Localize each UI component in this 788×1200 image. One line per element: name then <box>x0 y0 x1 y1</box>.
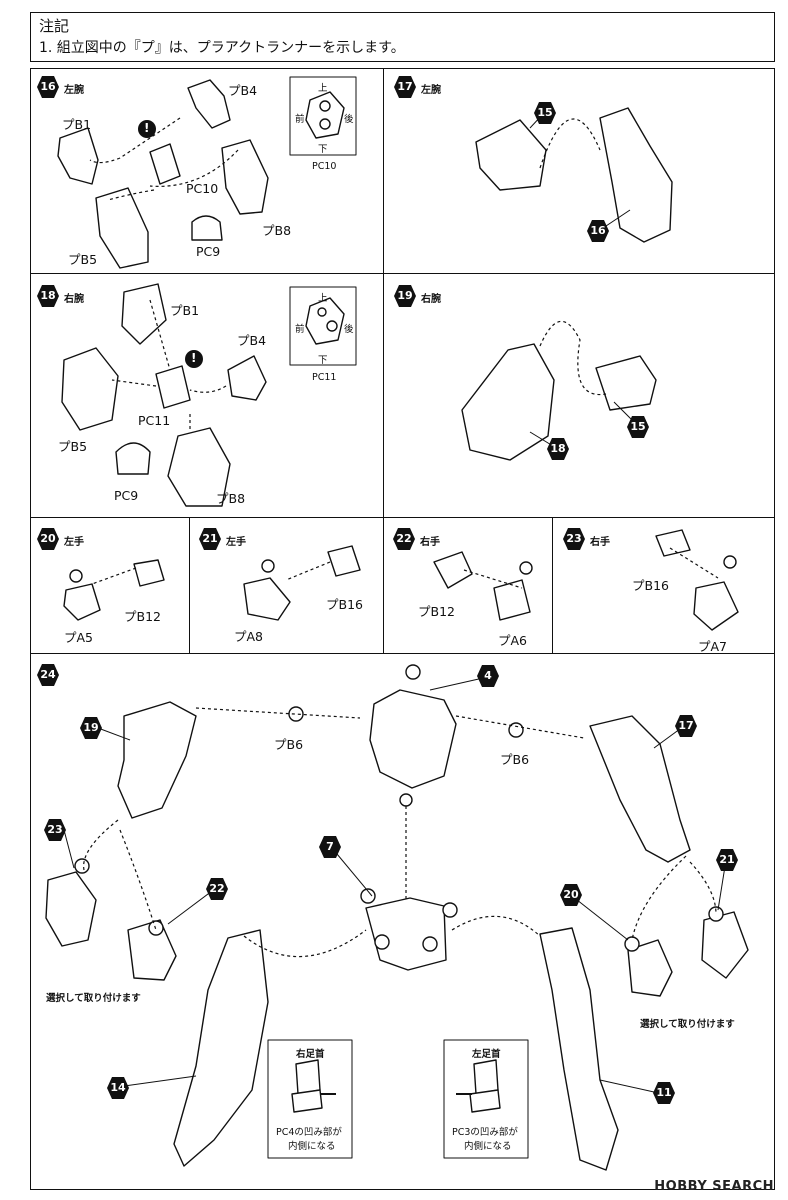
part-label: プA7 <box>698 639 728 654</box>
part-label: プB5 <box>58 439 88 454</box>
watermark: HOBBY SEARCH <box>654 1179 774 1194</box>
pc11-bottom: 下 <box>318 355 328 366</box>
ref-18-badge: 18 <box>546 437 570 461</box>
part-label: PC9 <box>196 244 221 259</box>
step-24-badge: 24 <box>36 663 60 687</box>
right-ankle-note: PC4の凹み部が <box>276 1127 342 1138</box>
pc10-caption: PC10 <box>312 161 337 172</box>
pc10-back: 後 <box>344 114 354 125</box>
part-label: PC11 <box>138 413 171 428</box>
left-ankle-note: 内側になる <box>464 1141 512 1152</box>
part-label: プB12 <box>418 604 455 619</box>
part-label: プB8 <box>262 223 292 238</box>
pc10-top: 上 <box>318 83 328 94</box>
ref-23-badge: 23 <box>43 818 67 842</box>
step-20-title: 左手 <box>64 537 84 548</box>
step-19-title: 右腕 <box>421 294 441 305</box>
choose-note-left: 選択して取り付けます <box>46 993 141 1004</box>
step-18-title: 右腕 <box>64 294 84 305</box>
step-23-badge: 23 <box>562 527 586 551</box>
step-22-badge: 22 <box>392 527 416 551</box>
ref-15-badge: 15 <box>533 101 557 125</box>
pc10-front: 前 <box>295 114 305 125</box>
part-label: プB1 <box>170 303 200 318</box>
ref-20-badge: 20 <box>559 883 583 907</box>
step-17-title: 左腕 <box>421 85 441 96</box>
notes-box: 注記 1. 組立図中の『プ』は、プラアクトランナーを示します。 <box>30 12 775 62</box>
part-label: プB5 <box>68 252 98 267</box>
ref-14-badge: 14 <box>106 1076 130 1100</box>
ref-19-badge: 19 <box>79 716 103 740</box>
part-label: プB16 <box>326 597 363 612</box>
part-label: プB8 <box>216 491 246 506</box>
ref-17-badge: 17 <box>674 714 698 738</box>
step-24-panel <box>30 653 775 1190</box>
ref-21-badge: 21 <box>715 848 739 872</box>
ref-16-badge: 16 <box>586 219 610 243</box>
step-18-badge: 18 <box>36 284 60 308</box>
ref-4-badge: 4 <box>476 664 500 688</box>
part-label: プA6 <box>498 633 528 648</box>
part-label: プB6 <box>500 752 530 767</box>
part-label: プB12 <box>124 609 161 624</box>
step-21-title: 左手 <box>226 537 246 548</box>
right-ankle-title: 右足首 <box>296 1049 325 1060</box>
ref-22-badge: 22 <box>205 877 229 901</box>
part-label: プB4 <box>237 333 267 348</box>
part-label: プB4 <box>228 83 258 98</box>
pc11-back: 後 <box>344 324 354 335</box>
part-label: プA5 <box>64 630 94 645</box>
alert-icon: ! <box>144 121 150 135</box>
part-label: プB1 <box>62 117 92 132</box>
notes-title: 注記 <box>39 17 70 35</box>
step-16-badge: 16 <box>36 75 60 99</box>
pc10-bottom: 下 <box>318 144 328 155</box>
step-20-badge: 20 <box>36 527 60 551</box>
notes-line: 1. 組立図中の『プ』は、プラアクトランナーを示します。 <box>39 40 405 56</box>
part-label: プB6 <box>274 737 304 752</box>
part-label: PC9 <box>114 488 139 503</box>
ref-7-badge: 7 <box>318 835 342 859</box>
pc11-caption: PC11 <box>312 372 337 383</box>
part-label: プA8 <box>234 629 264 644</box>
step-22-title: 右手 <box>420 537 440 548</box>
right-ankle-note: 内側になる <box>288 1141 336 1152</box>
left-ankle-title: 左足首 <box>472 1049 501 1060</box>
left-ankle-note: PC3の凹み部が <box>452 1127 518 1138</box>
part-label: プB16 <box>632 578 669 593</box>
step-16-title: 左腕 <box>64 85 84 96</box>
ref-15-badge: 15 <box>626 415 650 439</box>
choose-note-right: 選択して取り付けます <box>640 1019 735 1030</box>
step-21-badge: 21 <box>198 527 222 551</box>
part-label: PC10 <box>186 181 219 196</box>
pc11-front: 前 <box>295 324 305 335</box>
ref-11-badge: 11 <box>652 1081 676 1105</box>
step-19-badge: 19 <box>393 284 417 308</box>
pc11-top: 上 <box>318 293 328 304</box>
step-17-badge: 17 <box>393 75 417 99</box>
step-23-title: 右手 <box>590 537 610 548</box>
alert-icon: ! <box>191 351 197 365</box>
